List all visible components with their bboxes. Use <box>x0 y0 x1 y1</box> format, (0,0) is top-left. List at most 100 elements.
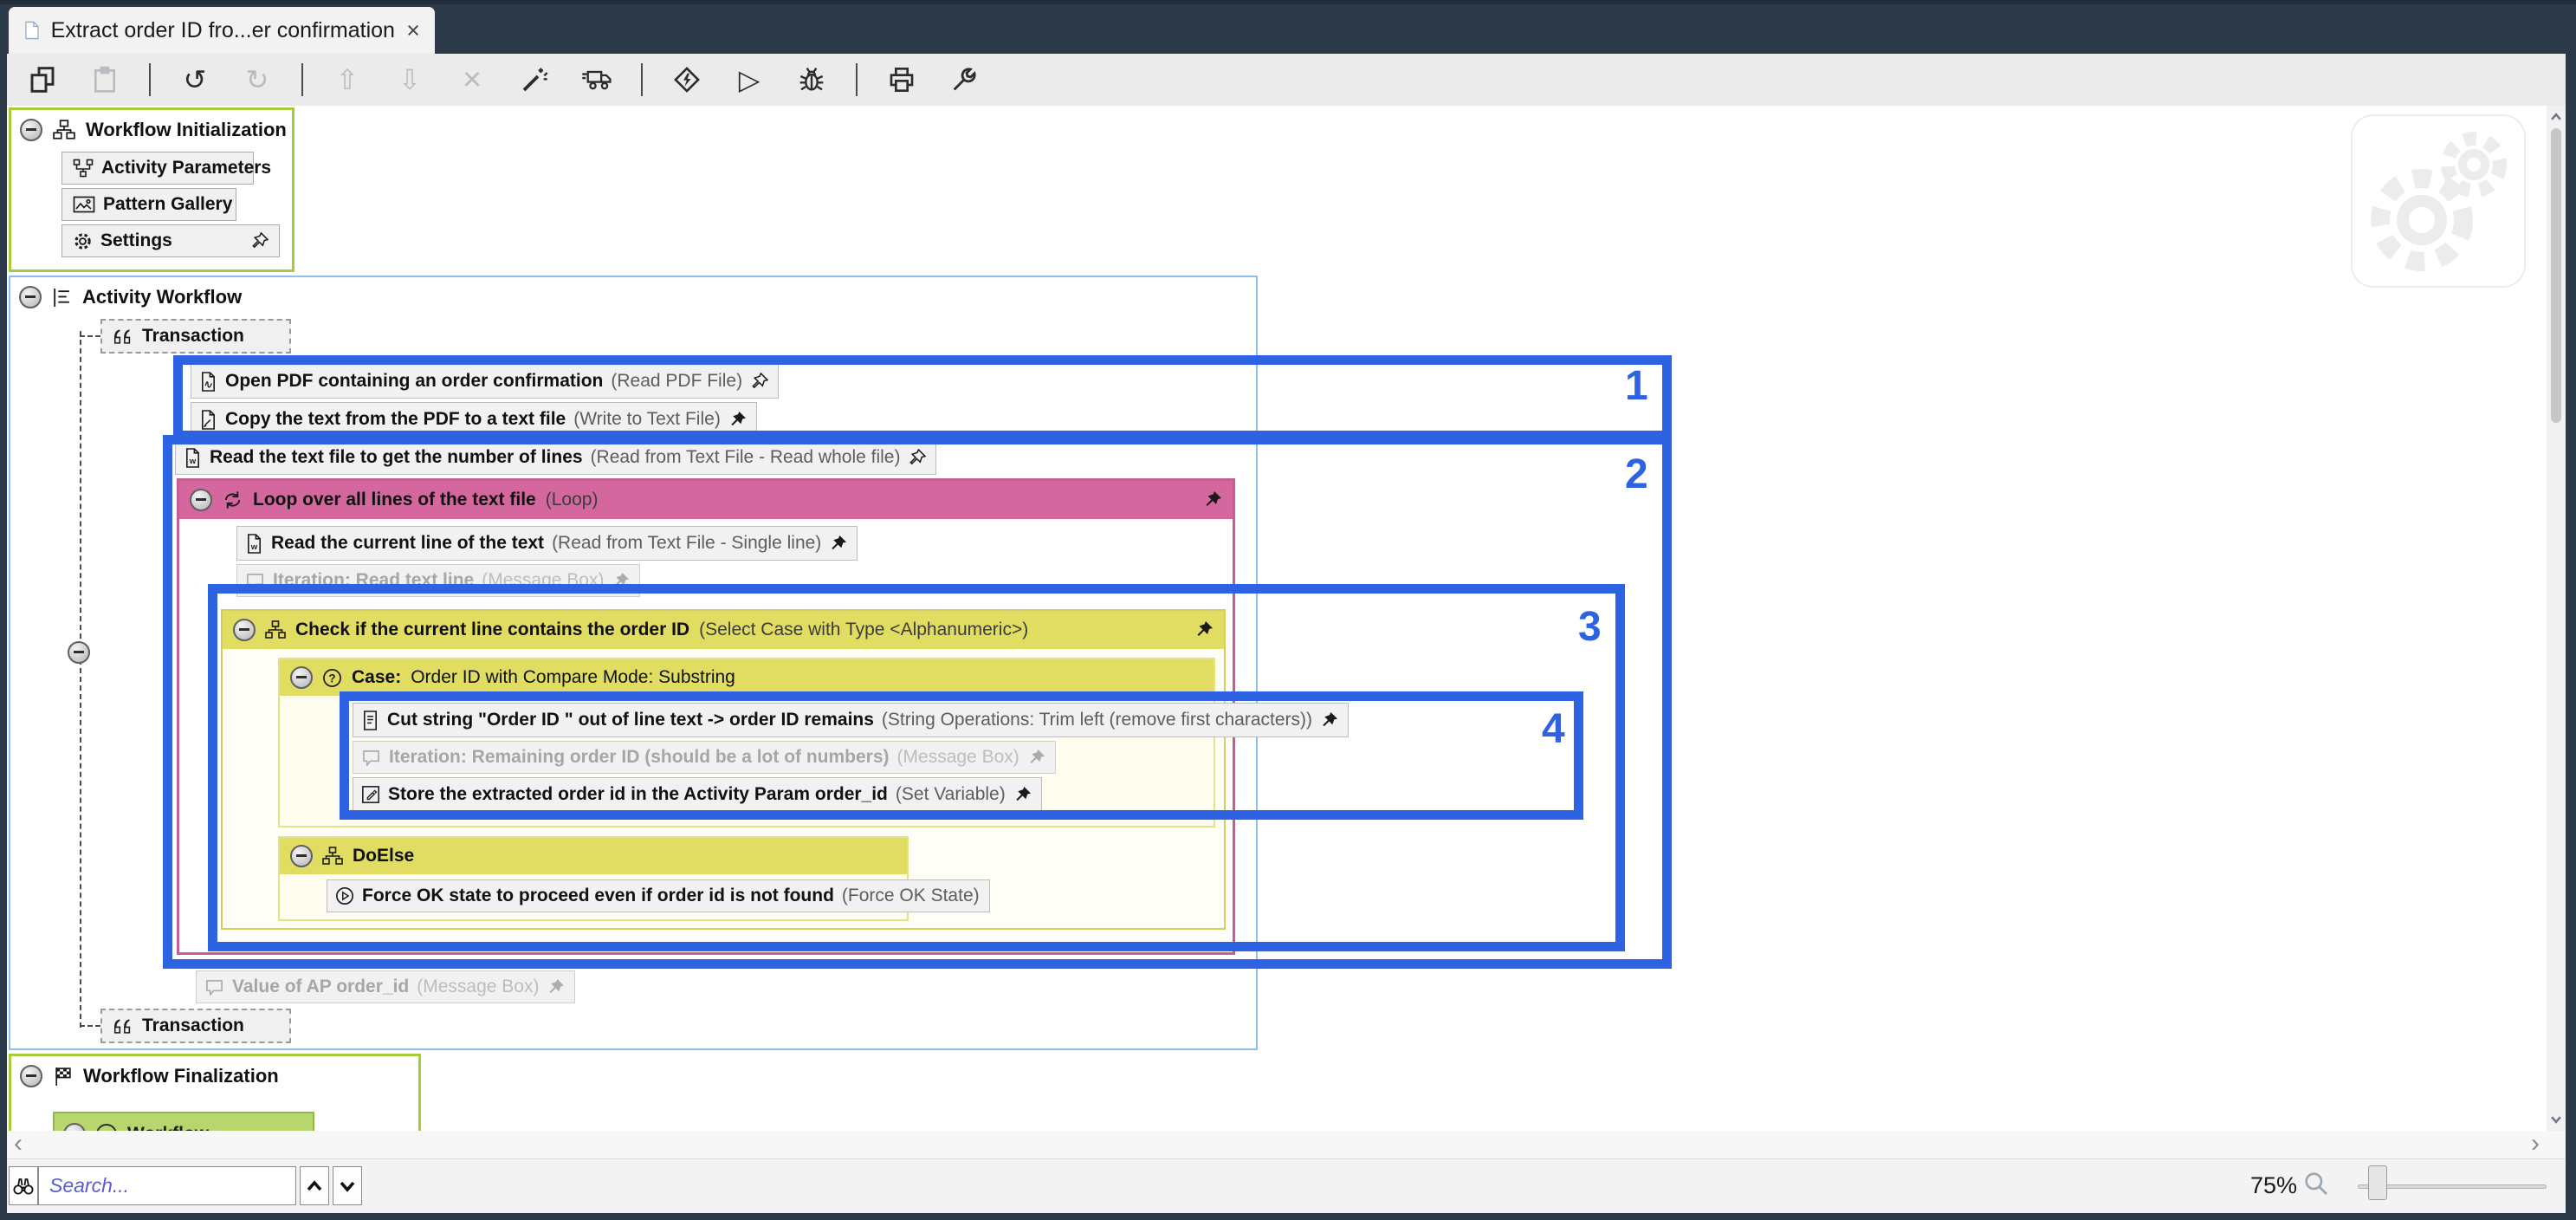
loop-header[interactable]: Loop over all lines of the text file(Loo… <box>179 481 1233 519</box>
gears-watermark <box>2351 114 2526 288</box>
status-bar: 75% <box>7 1158 2566 1213</box>
settings-button[interactable]: Settings <box>61 224 280 257</box>
move-down-button[interactable]: ⇩ <box>392 62 428 98</box>
pin-icon[interactable] <box>829 535 847 553</box>
pin-icon[interactable] <box>728 411 747 429</box>
zoom-slider-handle[interactable] <box>2368 1165 2387 1200</box>
workflow-canvas[interactable]: Workflow Initialization Activity Paramet… <box>7 106 2547 1131</box>
collapse-button[interactable] <box>233 619 256 641</box>
truck-icon <box>581 67 612 93</box>
select-case-block: Check if the current line contains the o… <box>221 609 1349 930</box>
branch-icon <box>265 620 286 639</box>
toolbar-separator <box>856 63 858 96</box>
step-iteration-read-text-line[interactable]: Iteration: Read text line(Message Box) <box>236 564 641 597</box>
pin-icon[interactable] <box>612 572 630 590</box>
redo-button[interactable]: ↻ <box>239 62 275 98</box>
magic-wand-button[interactable] <box>516 62 553 98</box>
arrow-down-icon: ⇩ <box>398 64 422 95</box>
toolbar-separator <box>641 63 643 96</box>
magnifier-icon <box>2302 1170 2330 1197</box>
configure-button[interactable] <box>946 62 982 98</box>
step-open-pdf[interactable]: Open PDF containing an order confirmatio… <box>191 364 780 399</box>
breakpoint-button[interactable] <box>669 62 705 98</box>
step-store-order-id[interactable]: Store the extracted order id in the Acti… <box>353 777 1042 812</box>
deliver-button[interactable] <box>579 62 615 98</box>
scroll-right-icon[interactable]: › <box>2531 1129 2540 1158</box>
delete-button[interactable]: × <box>454 62 490 98</box>
transaction-block-bottom[interactable]: Transaction <box>100 1009 291 1043</box>
workflow-finalization-group: Workflow Finalization Workflow … <box>9 1054 421 1131</box>
step-iteration-remaining-order-id[interactable]: Iteration: Remaining order ID (should be… <box>353 741 1056 774</box>
step-read-current-line[interactable]: Read the current line of the text(Read f… <box>236 526 858 561</box>
string-operations-icon <box>361 711 379 730</box>
wrench-icon <box>950 66 978 94</box>
find-next-button[interactable] <box>333 1166 362 1205</box>
message-box-icon <box>361 749 381 767</box>
zoom-slider-track[interactable] <box>2358 1184 2547 1189</box>
pin-icon[interactable] <box>547 978 565 996</box>
collapse-button[interactable] <box>190 489 212 511</box>
horizontal-scrollbar[interactable]: ‹ › <box>7 1131 2566 1158</box>
copy-icon <box>29 66 56 94</box>
finalization-item[interactable]: Workflow … <box>53 1112 314 1131</box>
annotation-number-1: 1 <box>1625 363 1648 409</box>
collapse-button[interactable] <box>290 845 313 867</box>
close-icon[interactable] <box>407 21 419 40</box>
step-value-of-ap-order-id[interactable]: Value of AP order_id(Message Box) <box>196 970 576 1003</box>
collapse-button[interactable] <box>290 666 313 689</box>
find-button[interactable] <box>9 1166 38 1205</box>
document-icon <box>24 16 39 44</box>
collapse-button[interactable] <box>68 641 90 664</box>
delete-x-icon: × <box>462 62 482 98</box>
run-button[interactable]: ▷ <box>731 62 767 98</box>
loop-icon <box>222 490 243 509</box>
activity-parameters-button[interactable]: Activity Parameters <box>61 152 271 185</box>
scroll-up-icon[interactable] <box>2547 108 2565 126</box>
case-block: Case:Order ID with Compare Mode: Substri… <box>278 658 1349 827</box>
pin-icon[interactable] <box>1013 786 1032 804</box>
zoom-level: 75% <box>2250 1172 2298 1198</box>
annotation-number-3: 3 <box>1578 604 1602 650</box>
step-force-ok[interactable]: Force OK state to proceed even if order … <box>327 879 990 912</box>
write-file-icon <box>199 410 217 430</box>
find-previous-button[interactable] <box>300 1166 329 1205</box>
list-icon <box>52 288 72 308</box>
collapse-button[interactable] <box>19 286 42 308</box>
debug-button[interactable] <box>793 62 830 98</box>
case-header[interactable]: Case:Order ID with Compare Mode: Substri… <box>280 659 1214 696</box>
tab-extract-order-id[interactable]: Extract order ID fro...er confirmation <box>9 7 435 54</box>
pattern-gallery-button[interactable]: Pattern Gallery <box>61 188 236 221</box>
pin-icon[interactable] <box>908 449 926 467</box>
step-cut-string[interactable]: Cut string "Order ID " out of line text … <box>353 703 1349 737</box>
undo-button[interactable]: ↺ <box>177 62 213 98</box>
doelse-header[interactable]: DoElse <box>280 838 907 874</box>
collapse-button[interactable] <box>20 1065 42 1087</box>
pin-icon[interactable] <box>1194 620 1214 639</box>
collapse-button[interactable] <box>63 1123 86 1131</box>
paste-button[interactable] <box>87 62 123 98</box>
paste-icon <box>91 66 119 94</box>
collapse-button[interactable] <box>20 119 42 141</box>
print-button[interactable] <box>883 62 920 98</box>
quotes-icon <box>113 328 133 346</box>
workflow-initialization-group: Workflow Initialization Activity Paramet… <box>9 107 294 272</box>
vertical-scrollbar[interactable] <box>2547 106 2566 1131</box>
binoculars-icon <box>12 1177 35 1196</box>
copy-button[interactable] <box>24 62 61 98</box>
pin-icon[interactable] <box>1203 490 1222 509</box>
pin-icon[interactable] <box>1320 711 1338 730</box>
scroll-left-icon[interactable]: ‹ <box>14 1129 23 1158</box>
scrollbar-thumb[interactable] <box>2551 128 2561 423</box>
move-up-button[interactable]: ⇧ <box>329 62 366 98</box>
pin-icon[interactable] <box>250 232 269 250</box>
branch-icon <box>322 847 343 866</box>
step-read-lines[interactable]: Read the text file to get the number of … <box>175 440 937 475</box>
scroll-down-icon[interactable] <box>2547 1111 2565 1128</box>
search-input[interactable] <box>38 1166 296 1205</box>
pin-icon[interactable] <box>750 373 768 391</box>
step-copy-text[interactable]: Copy the text from the PDF to a text fil… <box>191 402 757 437</box>
transaction-block-top[interactable]: Transaction <box>100 319 291 354</box>
pin-icon[interactable] <box>1027 749 1045 767</box>
select-case-header[interactable]: Check if the current line contains the o… <box>223 611 1224 649</box>
